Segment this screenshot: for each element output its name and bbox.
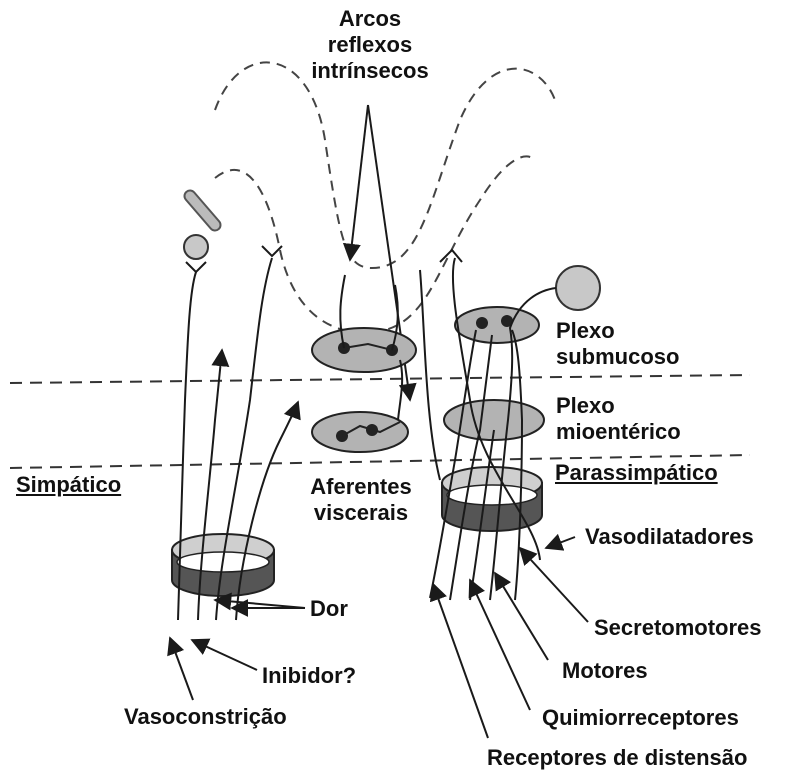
submucosa-boundary-line	[10, 375, 750, 383]
outer-reflex-arc-loop	[215, 62, 555, 268]
synapse-left	[186, 262, 206, 272]
sympathetic-label: Simpático	[16, 472, 121, 498]
inhibitor-label: Inibidor?	[262, 663, 356, 689]
stretch-receptors-label: Receptores de distensão	[487, 745, 747, 771]
inner-reflex-arc-loop	[215, 156, 535, 332]
reflex-arc-arrow-left	[350, 105, 368, 260]
reflex-arcs-title: Arcos reflexos intrínsecos	[305, 6, 435, 84]
visceral-afferents-label: Aferentes viscerais	[296, 474, 426, 526]
myenteric-plexus-label: Plexo mioentérico	[556, 393, 681, 445]
parasympathetic-nerve-bundle-ring	[442, 467, 542, 531]
vasoconstriction-label: Vasoconstrição	[124, 704, 287, 730]
pain-label: Dor	[310, 596, 348, 622]
submucosal-ganglion-right	[455, 307, 539, 343]
blood-vessel-rod	[190, 196, 215, 225]
sympathetic-synapse	[262, 246, 282, 256]
parasympathetic-label: Parassimpático	[555, 460, 718, 486]
motor-label: Motores	[562, 658, 648, 684]
target-cell-left	[184, 235, 208, 259]
myenteric-ganglion-center	[312, 412, 408, 452]
submucosal-plexus-label: Plexo submucoso	[556, 318, 679, 370]
chemoreceptors-label: Quimiorreceptores	[542, 705, 739, 731]
secretomotor-label: Secretomotores	[594, 615, 762, 641]
parasympathetic-synapse	[440, 250, 462, 262]
vasodilators-label: Vasodilatadores	[585, 524, 754, 550]
target-cell-right	[556, 266, 600, 310]
